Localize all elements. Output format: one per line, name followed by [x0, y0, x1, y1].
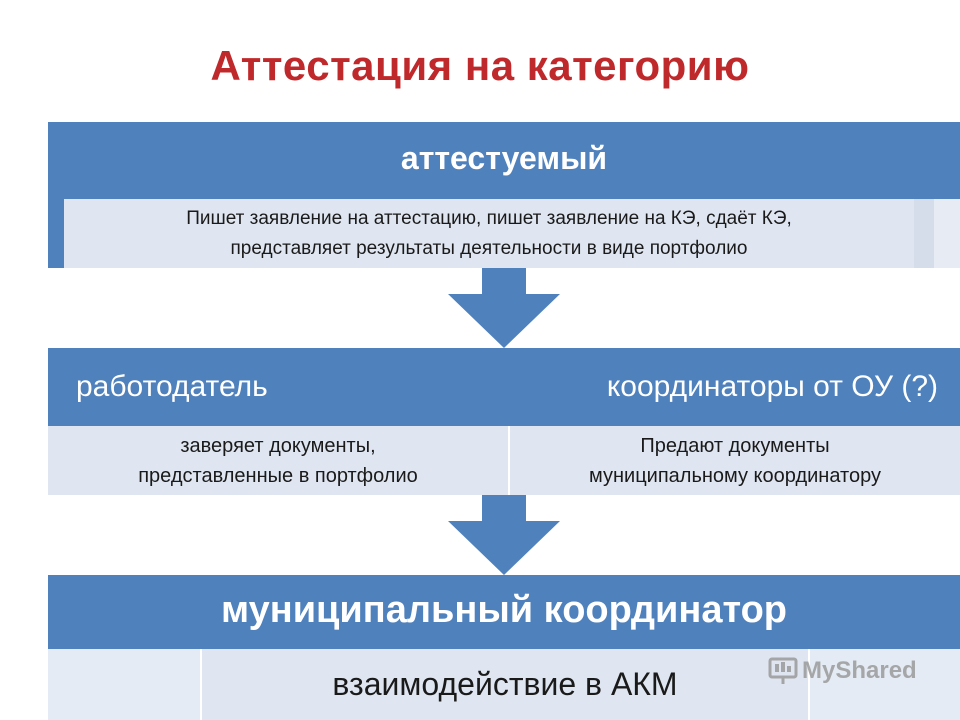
step3-band: муниципальный координатор: [48, 575, 960, 649]
step2-right-line1: Предают документы: [640, 434, 830, 457]
step3-description-box: взаимодействие в АКМ: [202, 649, 808, 720]
step2-left-line2: представленные в портфолио: [138, 464, 418, 487]
step1-description-box: Пишет заявление на аттестацию, пишет зая…: [64, 199, 914, 268]
step1-description-line2: представляет результаты деятельности в в…: [230, 237, 748, 259]
page-title: Аттестация на категорию: [210, 42, 750, 89]
presentation-icon: [768, 657, 798, 684]
step2-right-box: Предают документы муниципальному координ…: [510, 426, 960, 495]
watermark-text: MyShared: [802, 657, 917, 684]
down-arrow-icon: [448, 268, 560, 348]
step3-right-box: [810, 649, 960, 720]
step2-band: работодатель координаторы от ОУ (?): [48, 348, 960, 426]
step3-description: взаимодействие в АКМ: [332, 666, 678, 702]
step1-side-box-2: [934, 199, 960, 268]
down-arrow-icon: [448, 495, 560, 575]
step1-header: аттестуемый: [400, 140, 608, 176]
step3-left-box: [48, 649, 200, 720]
step2-left-header: работодатель: [76, 370, 268, 403]
step3-header: муниципальный координатор: [221, 589, 787, 631]
step2-left-box: заверяет документы, представленные в пор…: [48, 426, 508, 495]
step1-description-line1: Пишет заявление на аттестацию, пишет зая…: [186, 207, 792, 229]
step2-right-header: координаторы от ОУ (?): [606, 370, 938, 403]
watermark: MyShared: [768, 656, 917, 686]
step2-right-line2: муниципальному координатору: [589, 464, 881, 487]
step2-left-line1: заверяет документы,: [180, 434, 376, 457]
step1-side-box: [914, 199, 934, 268]
